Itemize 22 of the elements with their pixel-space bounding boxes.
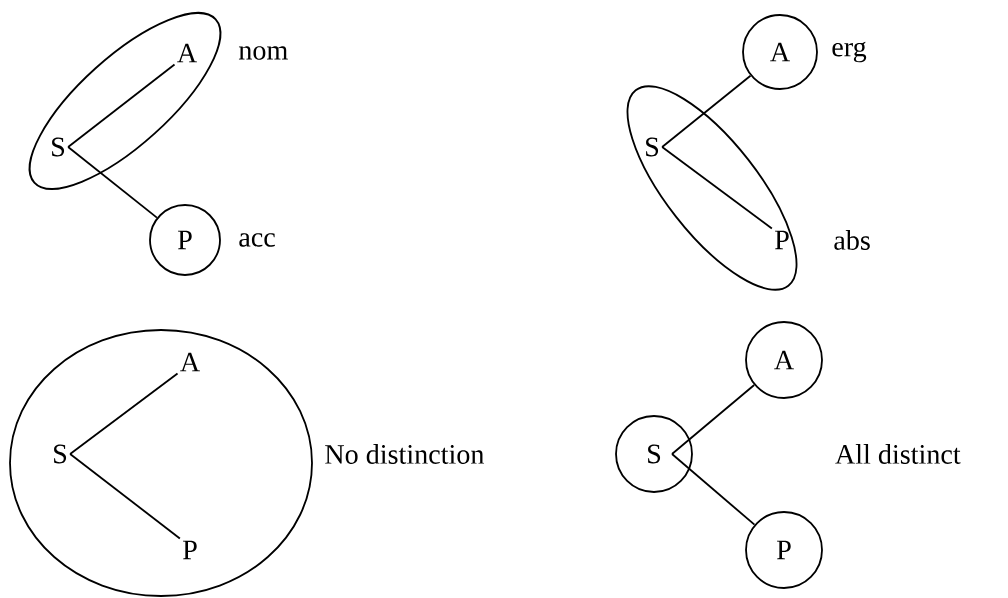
side-label: erg: [832, 41, 867, 63]
letter: S: [54, 444, 67, 464]
letter: S: [646, 137, 659, 157]
side-label: abs: [834, 230, 870, 250]
side-label: nom: [238, 46, 288, 60]
connector-line: [69, 453, 181, 540]
connector-line: [671, 384, 756, 455]
connector-line: [69, 372, 179, 455]
letter: A: [177, 43, 197, 63]
connector-line: [661, 146, 773, 230]
side-label: acc: [239, 233, 275, 247]
letter: S: [52, 137, 65, 157]
connector-line: [661, 74, 752, 148]
circle: [9, 329, 313, 597]
letter: A: [180, 352, 200, 372]
side-label: No distinction: [325, 444, 484, 464]
connector-line: [67, 63, 176, 148]
letter: P: [775, 230, 789, 250]
side-label: All distinct: [835, 444, 961, 464]
letter: P: [183, 540, 197, 560]
connector-line: [67, 146, 158, 219]
connector-line: [671, 453, 756, 526]
